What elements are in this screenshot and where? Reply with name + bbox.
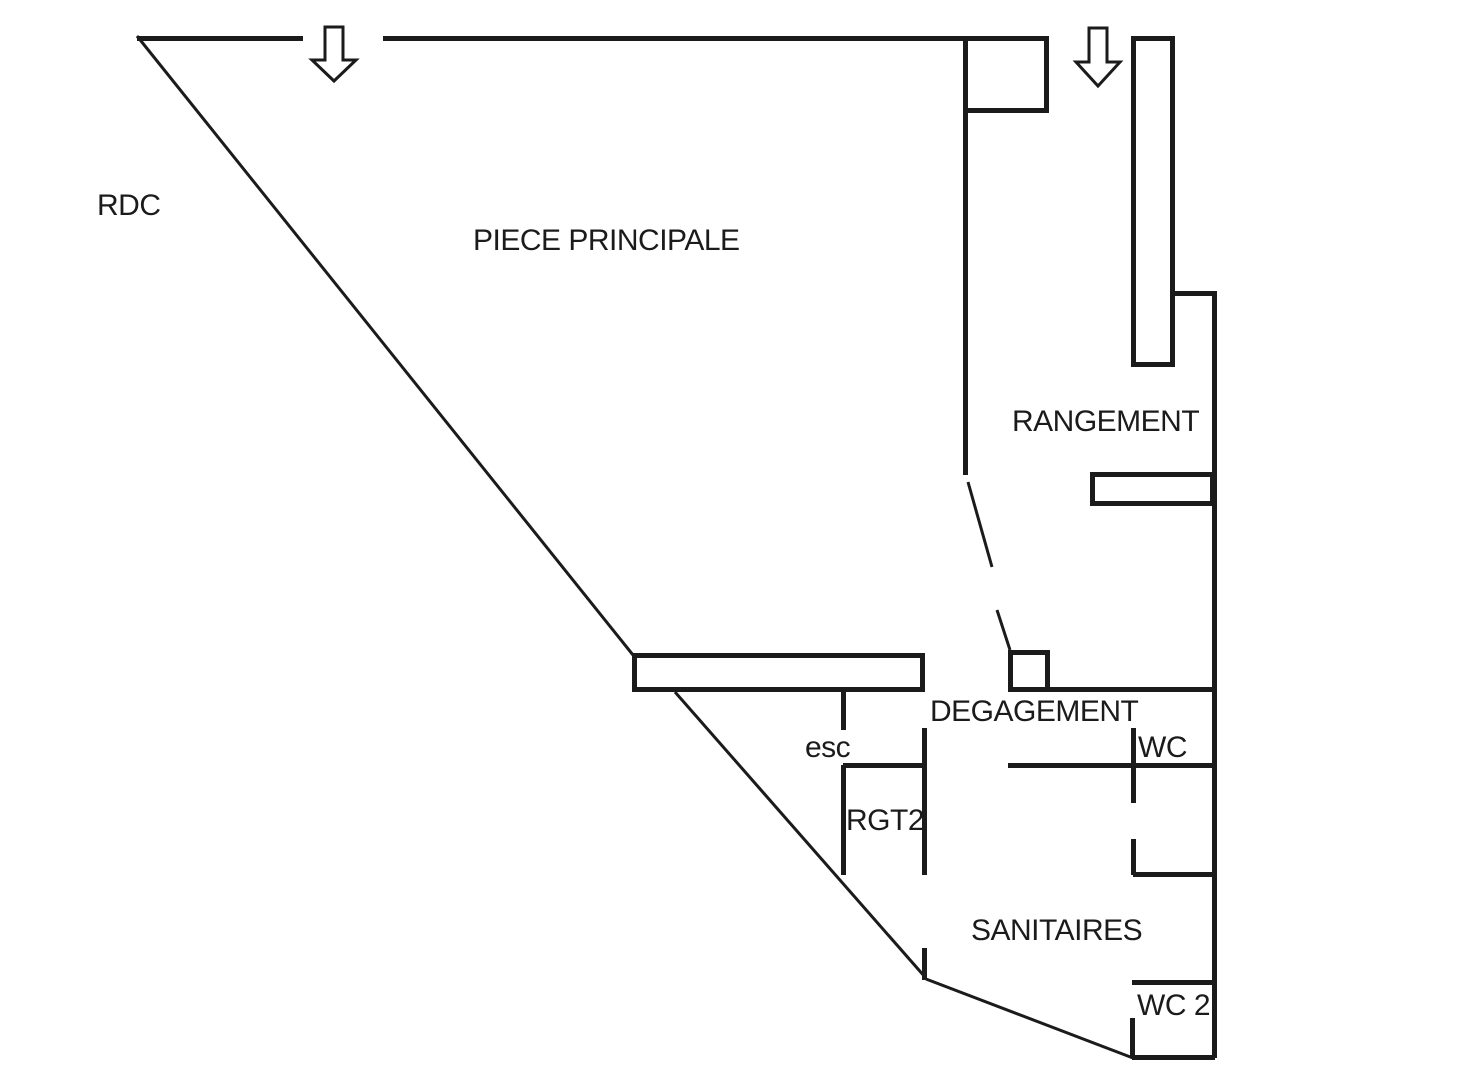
room-label-sanitaires: SANITAIRES	[971, 914, 1142, 947]
room-label-degagement: DEGAGEMENT	[930, 695, 1139, 728]
room-label-piece-principale: PIECE PRINCIPALE	[473, 224, 740, 257]
floor-label: RDC	[97, 189, 161, 222]
room-label-rangement: RANGEMENT	[1012, 405, 1199, 438]
room-label-wc2: WC 2	[1137, 989, 1210, 1022]
room-label-wc: WC	[1138, 731, 1187, 764]
entrance-arrows	[308, 25, 1124, 89]
boundary-diagonal-middle	[673, 691, 927, 978]
door-swing-line-upper	[966, 481, 994, 568]
wall-rangement-slab	[1131, 36, 1175, 367]
boundary-diagonal-upper	[135, 35, 635, 656]
room-labels: RDC PIECE PRINCIPALE RANGEMENT DEGAGEMEN…	[97, 189, 1211, 1022]
walls	[137, 36, 1217, 1060]
down-arrow-icon	[308, 25, 360, 84]
down-arrow-icon	[1072, 26, 1124, 89]
wall-esc-bar	[632, 653, 925, 692]
wall-rangement-bottom-bar	[1090, 472, 1215, 506]
wall-degagement-pillar	[1008, 650, 1050, 692]
door-swing-line-lower	[995, 609, 1012, 651]
door-swing	[966, 481, 1012, 651]
boundary-diagonal-lower	[925, 977, 1134, 1060]
room-label-rgt2: RGT2	[846, 804, 924, 837]
room-label-esc: esc	[805, 731, 851, 764]
boundary-lines	[135, 35, 1134, 1060]
